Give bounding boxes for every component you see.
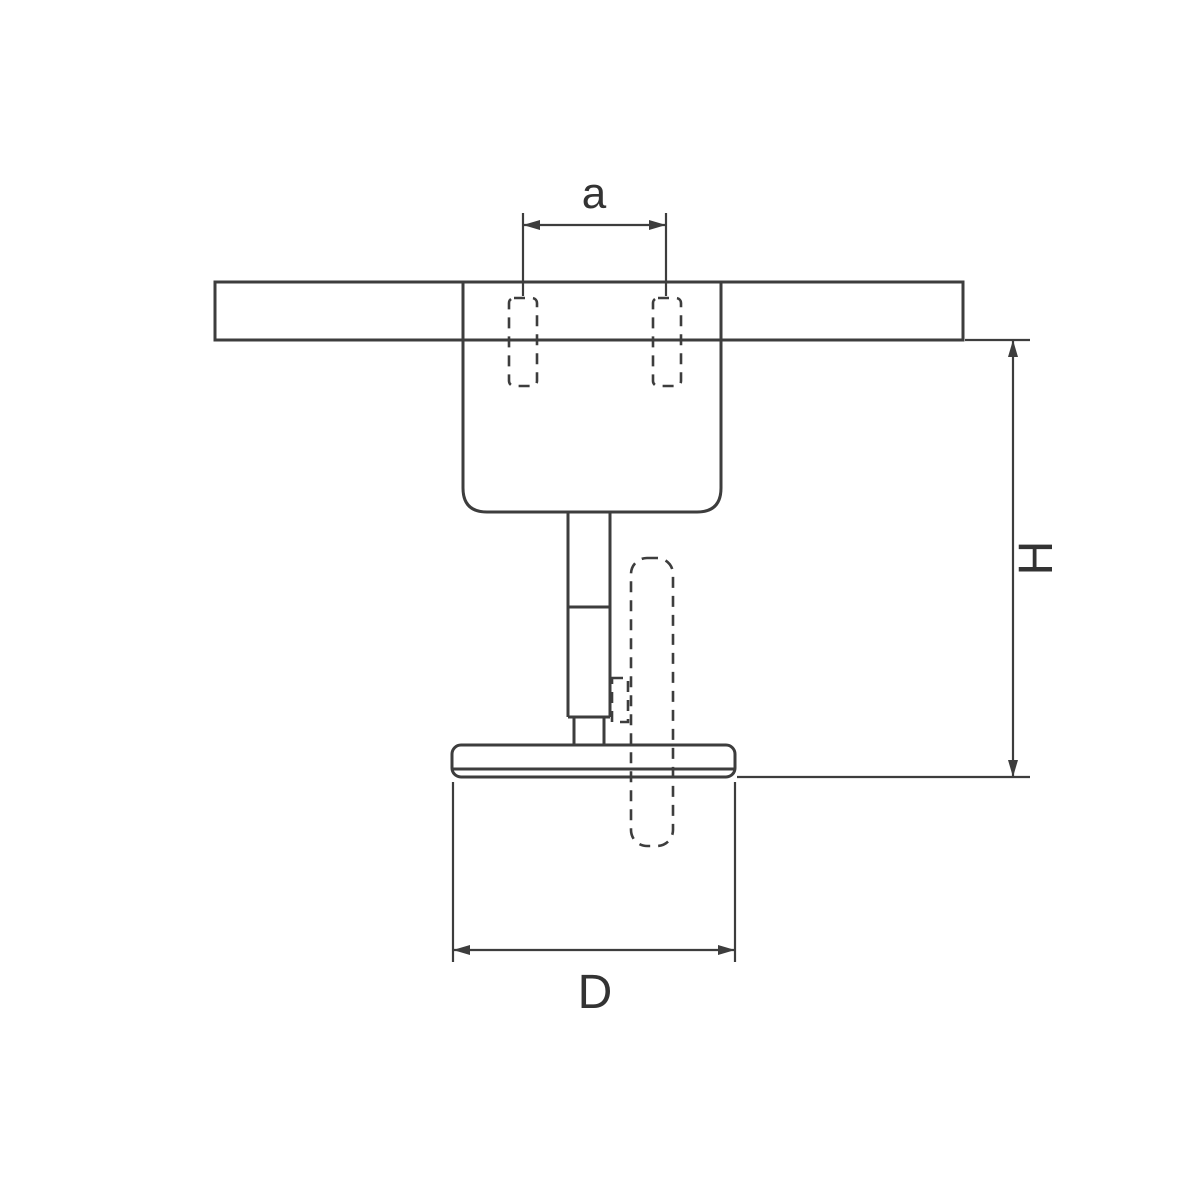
dim-a-label: a	[582, 169, 607, 218]
swivel-joint-hidden	[610, 676, 630, 724]
dim-h-label: H	[1010, 541, 1063, 576]
dimension-H: H	[737, 338, 1063, 779]
lamp-head-vertical-hidden	[629, 556, 675, 848]
lamp-head-rotated-hidden	[610, 556, 675, 848]
screw-right-hidden	[651, 296, 683, 388]
mounting-box	[461, 282, 723, 514]
dimension-D: D	[451, 782, 737, 1019]
dim-a-arrow-right	[649, 220, 666, 230]
dimension-a: a	[521, 169, 668, 296]
screw-left-hidden	[507, 296, 539, 388]
ceiling-section-hatch	[213, 280, 965, 342]
mounting-screws	[507, 296, 683, 388]
dim-d-arrow-left	[453, 945, 470, 955]
lamp-head	[450, 743, 737, 779]
ceiling-panel	[213, 280, 965, 342]
lamp-head-disc	[450, 743, 737, 779]
dim-d-label: D	[578, 966, 613, 1019]
dim-h-arrow-top	[1008, 340, 1018, 357]
dim-d-arrow-right	[718, 945, 735, 955]
dim-h-arrow-bottom	[1008, 760, 1018, 777]
dim-a-arrow-left	[523, 220, 540, 230]
stem	[566, 512, 612, 745]
